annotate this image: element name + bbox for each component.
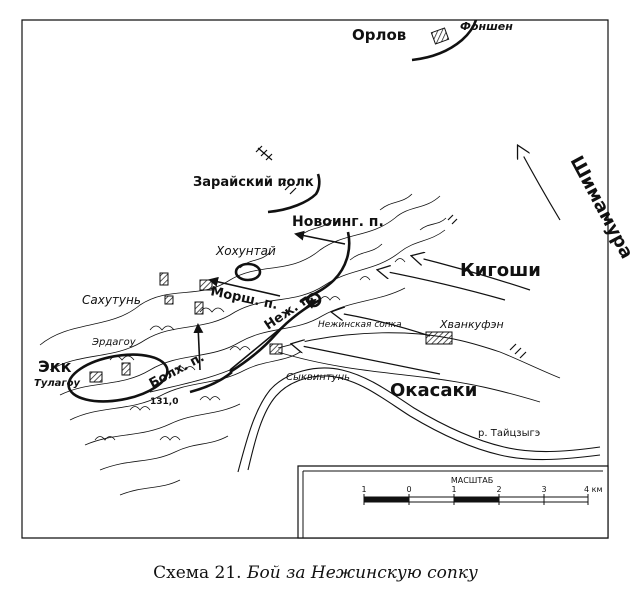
village-sakhutun bbox=[164, 295, 174, 305]
arrow-shimamura bbox=[518, 146, 561, 221]
label-fonshen: Фоншен bbox=[460, 20, 513, 33]
caption-title: Бой за Нежинскую сопку bbox=[246, 563, 478, 583]
scale-title: МАСШТАБ bbox=[451, 476, 493, 485]
label-sykvintun: Сыквинтунь bbox=[286, 372, 350, 383]
scale-tick: 1 bbox=[361, 485, 366, 494]
label-novoing: Новоинг. п. bbox=[292, 214, 384, 230]
scale-tick: 2 bbox=[496, 485, 501, 494]
village-khokhuntai-2 bbox=[199, 279, 213, 291]
label-height: 131,0 bbox=[150, 397, 178, 407]
label-kigoshi: Кигоши bbox=[460, 260, 541, 281]
scale-tick: 1 bbox=[451, 485, 456, 494]
label-erdagou: Эрдагоу bbox=[91, 337, 137, 348]
scale-tick: 3 bbox=[541, 485, 546, 494]
bolkh-line bbox=[189, 370, 233, 394]
label-river: р. Тайцзыгэ bbox=[478, 428, 540, 439]
scale-tick: 4 км bbox=[584, 485, 603, 494]
hill-terrain bbox=[39, 193, 447, 496]
arrow-khvankufen bbox=[332, 312, 431, 337]
villages bbox=[89, 27, 453, 383]
scale-box: МАСШТАБ 1 0 1 2 3 4 км bbox=[297, 465, 609, 539]
orlov-line bbox=[411, 19, 478, 62]
village-fonshen bbox=[430, 27, 450, 45]
label-ekk: Экк bbox=[38, 357, 72, 376]
label-zaraisky: Зарайский полк bbox=[193, 175, 314, 190]
caption-prefix: Схема 21. bbox=[153, 563, 242, 583]
arrow-okasaki bbox=[292, 344, 441, 375]
ekk-position bbox=[67, 353, 169, 403]
label-okasaki: Окасаки bbox=[390, 380, 477, 401]
arrow-nezh bbox=[229, 298, 317, 371]
zaraisky-line bbox=[267, 173, 321, 214]
label-orlov: Орлов bbox=[352, 26, 406, 44]
river bbox=[237, 367, 601, 473]
label-nezhinskaya: Нежинская сопка bbox=[318, 320, 402, 330]
arrow-morsh bbox=[208, 276, 281, 297]
map-labels: Орлов Фоншен Зарайский полк Новоинг. п. … bbox=[34, 20, 631, 439]
arrow-novoing bbox=[294, 230, 346, 245]
figure-caption: Схема 21. Бой за Нежинскую сопку bbox=[0, 563, 631, 583]
village-erdagou bbox=[89, 371, 103, 383]
label-khokhuntai: Хохунтай bbox=[215, 244, 276, 258]
khokhuntai-position bbox=[234, 262, 262, 282]
label-khvankufen: Хванкуфэн bbox=[439, 318, 504, 331]
arrow-bolkh bbox=[193, 323, 204, 371]
village-erdagou-2 bbox=[121, 362, 131, 376]
arrow-kigoshi-2 bbox=[378, 270, 506, 301]
village-morsh bbox=[194, 301, 204, 315]
village-khvankufen bbox=[425, 331, 453, 345]
roads bbox=[149, 332, 561, 403]
arrow-kigoshi bbox=[412, 256, 531, 291]
unit-marks bbox=[255, 145, 527, 359]
label-shimamura: Шимамура bbox=[566, 152, 631, 262]
label-sakhutun: Сахутунь bbox=[82, 293, 141, 307]
village-sykvintun bbox=[269, 343, 283, 355]
russian-arrows bbox=[193, 230, 346, 371]
village-khokhuntai-1 bbox=[159, 272, 169, 286]
label-tulagou: Тулагоу bbox=[34, 378, 81, 389]
scale-tick: 0 bbox=[406, 485, 411, 494]
japanese-arrows bbox=[292, 146, 561, 375]
